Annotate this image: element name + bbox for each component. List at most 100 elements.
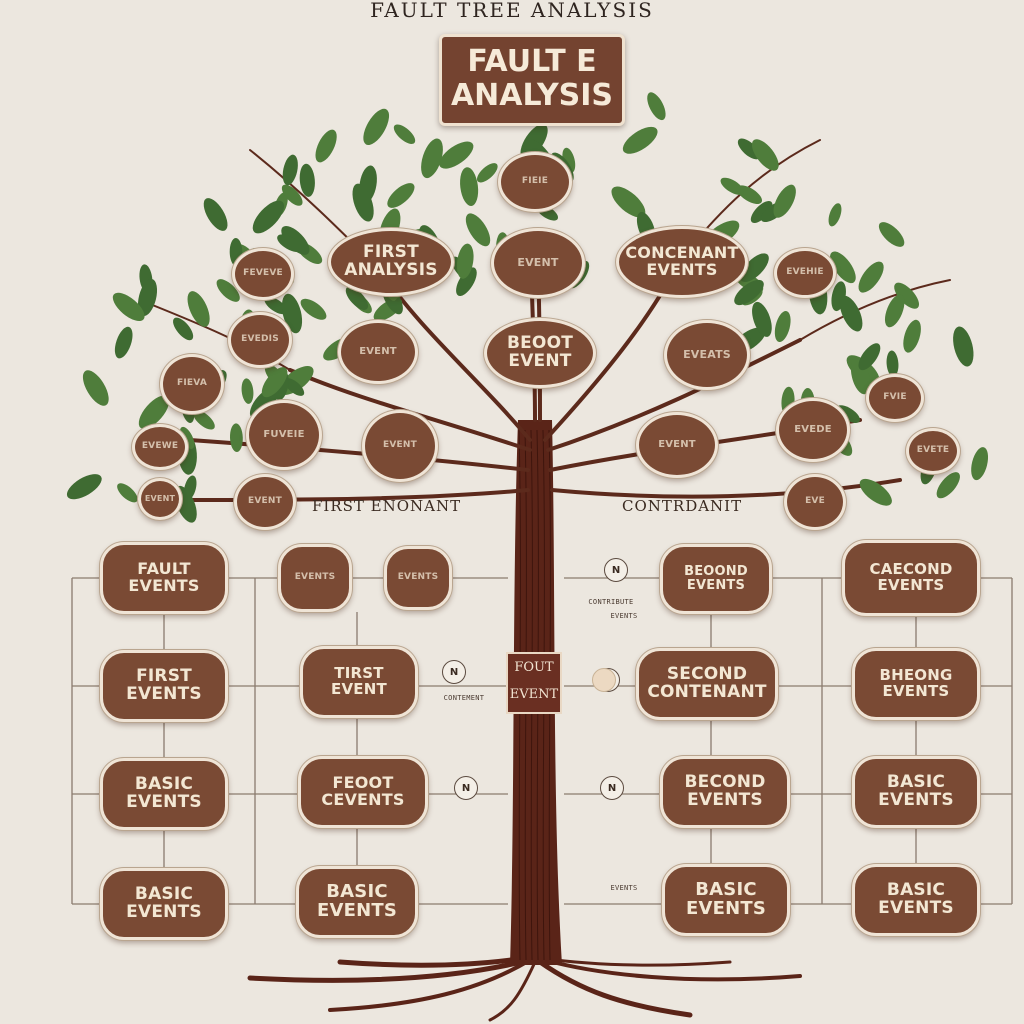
leaf	[737, 138, 761, 160]
event-node-line: EVENTS	[294, 572, 336, 583]
event-node-text: EVENT	[359, 345, 397, 358]
event-node-line: EVENT	[248, 496, 282, 507]
event-node-text: EVEDIS	[241, 334, 279, 344]
and-gate-icon: N	[454, 776, 478, 800]
event-node-line: EVENTS	[882, 682, 950, 700]
leaf	[953, 326, 974, 367]
leaf	[261, 367, 288, 398]
root-line	[328, 958, 532, 1012]
event-node-line: FUVEIE	[263, 428, 305, 440]
event-node-line: BASIC	[886, 772, 946, 793]
leaf	[66, 474, 102, 500]
event-node-c5: EVEATS	[664, 320, 750, 390]
and-gate-icon: N	[600, 776, 624, 800]
event-node-c18: EVEDE	[776, 398, 850, 462]
trunk-label: FOUT EVENT	[506, 652, 562, 714]
leaf	[750, 200, 773, 224]
tree-branch	[799, 279, 951, 341]
event-node-text: EVENTS	[398, 572, 439, 582]
event-node-line: FAULT	[137, 559, 191, 579]
trunk-label-line-1: FOUT	[514, 660, 554, 675]
leaf	[647, 92, 666, 121]
leaf	[894, 282, 920, 309]
event-node-text: EVETE	[917, 445, 950, 455]
event-node-line: EVENT	[383, 440, 417, 451]
event-node-text: FIEIE	[522, 176, 548, 186]
event-node-line: EVENT	[359, 345, 397, 357]
event-node-line: BECOND	[684, 772, 766, 793]
leaf	[884, 294, 905, 328]
event-node-line: EVENTS	[877, 576, 945, 594]
event-node-text: EVENT	[658, 439, 696, 451]
leaf	[830, 251, 856, 284]
leaf	[903, 319, 921, 353]
leaf	[859, 478, 892, 506]
leaf	[720, 177, 744, 195]
event-node-line: BEOOT	[506, 333, 574, 354]
event-node-line: BASIC	[886, 880, 946, 901]
leaf	[971, 447, 989, 481]
event-node-text: EVENTS	[294, 572, 336, 583]
leaf	[622, 126, 658, 154]
trunk-label-line-2: EVENT	[509, 687, 559, 702]
event-node-text: FEVEVE	[243, 268, 283, 278]
leaf	[112, 292, 145, 322]
event-node-c9: EVENT	[362, 410, 438, 482]
tree-branch	[546, 338, 802, 452]
right-section-label: CONTRDANIT	[622, 497, 743, 515]
leaf	[456, 243, 474, 279]
leaf	[858, 343, 881, 371]
leaf	[886, 350, 899, 377]
leaf	[774, 310, 791, 343]
event-node-line: FIRST	[363, 242, 419, 263]
event-node-line: EVENT	[144, 493, 176, 503]
event-node-line: EVENTS	[878, 790, 954, 810]
event-node-line: EVENTS	[685, 898, 767, 919]
event-node-line: BASIC	[134, 884, 194, 905]
root-line	[543, 958, 802, 982]
event-node-line: EVENT	[508, 351, 572, 371]
event-node-line: FEOOT	[332, 773, 394, 793]
event-node-line: EVENTS	[687, 790, 763, 810]
event-node-line: EVENT	[517, 256, 559, 270]
leaf	[282, 154, 298, 186]
event-node-text: FUVEIE	[263, 428, 305, 441]
event-node-line: EVEHIE	[786, 267, 824, 278]
event-node-c20: EVETE	[906, 428, 960, 474]
event-node-line: EVENTS	[646, 260, 718, 279]
event-node-c16: EVEHIE	[774, 248, 836, 298]
leaf	[281, 293, 303, 334]
tree-branch	[168, 488, 530, 502]
event-node-c14: EVENT	[138, 478, 182, 520]
gate-caption: CONTRIBUTE	[588, 598, 634, 606]
event-node-line: CAECOND	[869, 560, 953, 579]
leaf	[421, 138, 443, 179]
event-node-line: EVENTS	[128, 576, 200, 595]
event-node-c12: FIEVA	[160, 354, 224, 414]
leaf	[460, 167, 479, 206]
event-node-line: FIEVA	[177, 378, 207, 389]
